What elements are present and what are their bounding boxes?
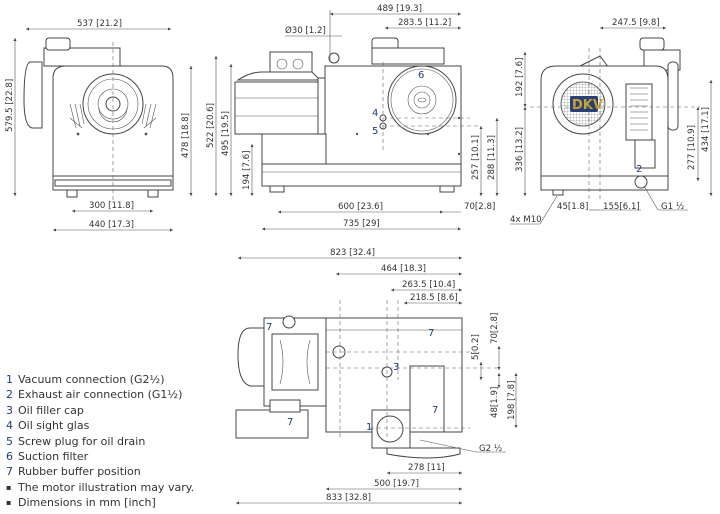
front-fan-cover [23,61,43,129]
dim-side-489: 489 [19.3] [377,4,422,14]
dim-front-537: 537 [21.2] [77,19,122,29]
dim-rear-247: 247.5 [9.8] [612,18,660,28]
legend-text: Exhaust air connection (G1½) [18,388,183,402]
front-foot-right [147,189,159,198]
dim-top-263: 263.5 [10.4] [402,280,455,290]
dim-rear-45: 45[1.8] [557,202,588,212]
dim-top-500: 500 [19.7] [374,479,419,489]
legend-item: 1 Vacuum connection (G2½) [6,372,194,387]
callout-1: 1 [366,422,372,433]
callout-4: 4 [372,108,378,119]
callout-2: 2 [636,164,642,175]
top-view: 7 7 3 7 1 7 823 [32.4] 464 [18.3] 263.5 … [235,248,518,505]
vacuum-connection [376,415,404,443]
legend-item: 5 Screw plug for oil drain [6,434,194,449]
top-terminal-box [235,409,309,439]
dim-side-dia30: Ø30 [1.2] [285,25,326,36]
legend-note: ▪ The motor illustration may vary. [6,480,194,495]
thread-g1: G1 ½ [661,202,684,212]
rear-view: DKV 2 247.5 [9.8] 192 [7.6] 336 [13.2] 2… [510,18,713,225]
dim-top-198: 198 [7.8] [507,380,517,420]
legend-num: 1 [6,373,13,386]
legend-num: 4 [6,419,13,433]
dim-front-300: 300 [11.8] [89,201,134,211]
front-terminal-box [45,37,71,51]
bullet-icon: ▪ [6,498,12,508]
dim-side-70: 70[2.8] [464,202,495,212]
legend-item: 3 Oil filler cap [6,403,194,418]
legend-item: 6 Suction filter [6,449,194,464]
dim-top-464: 464 [18.3] [381,264,426,274]
callout-7c: 7 [432,405,438,416]
dim-side-600: 600 [23.6] [338,202,383,212]
note-text: The motor illustration may vary. [18,480,195,494]
dim-side-495: 495 [19.5] [221,111,231,156]
dim-top-218: 218.5 [8.6] [410,293,458,303]
thread-m10: 4x M10 [510,215,542,225]
callout-5: 5 [372,126,378,137]
legend-num: 3 [6,403,13,417]
dim-rear-434: 434 [17.1] [701,107,711,152]
side-view: 6 4 5 489 [19.3] 283.5 [11.2] Ø30 [1.2] … [206,4,499,231]
callout-7a: 7 [266,322,272,333]
dim-front-579: 579.5 [22.8] [5,79,15,132]
dkv-logo [570,96,598,112]
dim-top-278: 278 [11] [408,463,445,473]
dim-top-823: 823 [32.4] [330,248,375,258]
callout-3: 3 [393,362,399,373]
legend-text: Suction filter [18,450,89,464]
legend-item: 4 Oil sight glas [6,418,194,433]
side-motor [234,81,326,135]
dim-side-288: 288 [11.3] [487,135,497,180]
dim-side-735: 735 [29] [343,219,380,229]
dim-side-283: 283.5 [11.2] [398,18,451,28]
note-text: Dimensions in mm [inch] [18,496,156,510]
front-foot-left [66,189,78,198]
dim-front-478: 478 [18.8] [181,113,191,158]
legend-text: Screw plug for oil drain [18,434,146,448]
legend-note: ▪ Dimensions in mm [inch] [6,495,194,510]
dim-rear-155: 155[6.1] [603,202,640,212]
front-view: 537 [21.2] 579.5 [22.8] 478 [18.8] 300 [… [5,19,193,232]
exhaust-connection [634,175,648,189]
dim-rear-336: 336 [13.2] [515,127,525,172]
side-base [261,163,462,187]
legend-item: 7 Rubber buffer position [6,464,194,479]
legend-text: Oil sight glas [18,419,90,433]
thread-g2: G2 ½ [479,444,502,454]
dim-side-194: 194 [7.6] [242,150,252,190]
side-suction-filter [387,65,457,135]
dim-rear-192: 192 [7.6] [515,57,525,97]
dim-top-48: 48[1.9] [490,387,500,418]
callout-7d: 7 [287,417,293,428]
front-motor-top [43,47,121,67]
dim-top-833: 833 [32.8] [326,493,371,503]
legend: 1 Vacuum connection (G2½) 2 Exhaust air co… [6,372,194,511]
legend-num: 2 [6,388,13,402]
callout-7b: 7 [428,328,434,339]
dim-top-70: 70[2.8] [490,313,500,344]
dim-rear-277: 277 [10.9] [687,125,697,170]
dim-side-257: 257 [10.1] [471,135,481,180]
dim-side-522: 522 [20.6] [206,103,216,148]
bullet-icon: ▪ [6,482,12,492]
legend-num: 6 [6,450,13,464]
dim-top-5: 5[0.2] [471,334,481,360]
top-fan-cover [237,327,265,387]
callout-6: 6 [418,70,424,81]
legend-text: Vacuum connection (G2½) [18,373,165,386]
legend-item: 2 Exhaust air connection (G1½) [6,387,194,402]
legend-num: 5 [6,434,13,448]
legend-text: Oil filler cap [18,403,84,417]
legend-num: 7 [6,465,13,479]
legend-text: Rubber buffer position [18,465,141,479]
dim-front-440: 440 [17.3] [89,220,134,230]
logo-text: DKV [572,98,603,113]
